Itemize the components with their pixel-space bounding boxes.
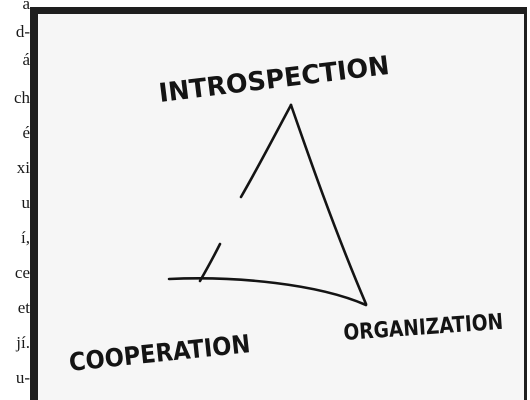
- triangle-edge-right: [289, 103, 368, 306]
- text-line: í,: [21, 228, 30, 247]
- label-cooperation: COOPERATION: [68, 329, 252, 377]
- text-line: ch: [13, 88, 30, 107]
- label-introspection: INTROSPECTION: [157, 51, 391, 109]
- text-line: ce: [14, 263, 30, 282]
- text-line: é: [22, 123, 30, 142]
- text-line: á: [22, 50, 30, 69]
- triangle-edge-left-upper: [239, 103, 293, 199]
- text-line: u: [21, 193, 31, 212]
- triangle-diagram: INTROSPECTION COOPERATION ORGANIZATION: [68, 51, 504, 377]
- article-text-column: a d- á ch é xi u í, ce et jí. u-: [0, 0, 30, 400]
- text-line: jí.: [16, 333, 30, 352]
- triangle-edge-bottom: [167, 277, 368, 307]
- text-line: u-: [15, 368, 30, 387]
- text-line: et: [17, 298, 30, 317]
- label-organization: ORGANIZATION: [343, 310, 504, 346]
- text-line: xi: [16, 158, 30, 177]
- text-line: d-: [15, 22, 30, 41]
- triangle-edge-left-lower: [198, 242, 222, 283]
- whiteboard-drawing: INTROSPECTION COOPERATION ORGANIZATION: [30, 7, 527, 400]
- text-line: a: [22, 0, 30, 13]
